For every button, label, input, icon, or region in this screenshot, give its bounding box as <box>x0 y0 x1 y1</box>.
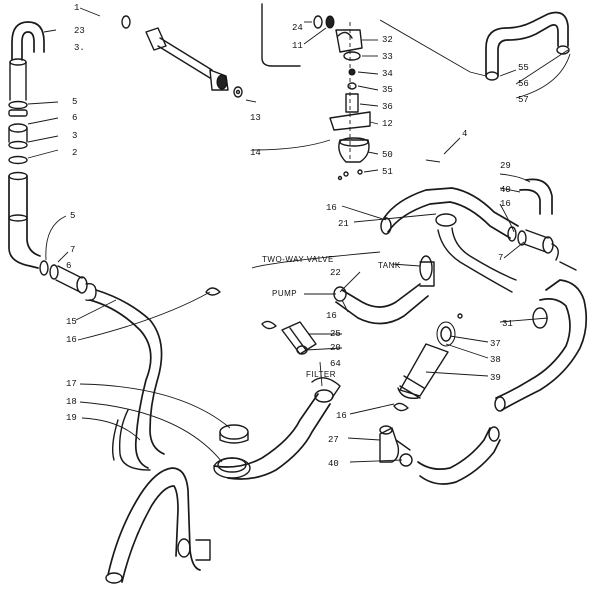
middle-right-hose-assembly <box>380 178 588 412</box>
tank-hose <box>333 255 435 325</box>
callout-40b: 40 <box>328 459 339 469</box>
left-hose-assembly <box>8 21 165 471</box>
valve-assembly <box>261 3 371 181</box>
callout-15: 15 <box>66 317 77 327</box>
callout-51: 51 <box>382 167 393 177</box>
bottom-right-hose <box>379 402 501 485</box>
top-rod-assembly <box>121 15 243 98</box>
callout-4: 4 <box>462 129 467 139</box>
callout-7: 7 <box>70 245 75 255</box>
callout-16: 16 <box>66 335 77 345</box>
lower-right-filter <box>397 313 463 399</box>
callout-6b: 6 <box>66 261 71 271</box>
callout-55: 55 <box>518 63 529 73</box>
callout-33: 33 <box>382 52 393 62</box>
callout-22: 22 <box>330 268 341 278</box>
pump-fittings <box>205 287 317 355</box>
callout-16c: 16 <box>500 199 511 209</box>
filter-center-hose <box>213 377 341 480</box>
callout-14: 14 <box>250 148 261 158</box>
callout-56: 56 <box>518 79 529 89</box>
callout-6: 6 <box>72 113 77 123</box>
callout-31: 31 <box>502 319 513 329</box>
tank-label: TANK <box>378 261 401 270</box>
callout-37: 37 <box>490 339 501 349</box>
callout-16e: 16 <box>336 411 347 421</box>
callout-50: 50 <box>382 150 393 160</box>
callout-29: 29 <box>500 161 511 171</box>
callout-18: 18 <box>66 397 77 407</box>
callout-19: 19 <box>66 413 77 423</box>
bottom-u-hose <box>105 467 211 584</box>
callout-24: 24 <box>292 23 303 33</box>
callout-3b: 3 <box>72 131 77 141</box>
callout-27: 27 <box>328 435 339 445</box>
callout-11: 11 <box>292 41 303 51</box>
component-labels: TWO-WAY VALVE TANK PUMP FILTER <box>262 255 401 379</box>
callout-1: 1 <box>74 3 79 13</box>
callout-40: 40 <box>500 185 511 195</box>
callout-5: 5 <box>72 97 77 107</box>
filter-label: FILTER <box>306 370 336 379</box>
callout-labels: 1 23 3. 5 6 3 2 5 7 6 15 16 17 18 19 13 … <box>66 3 529 469</box>
callout-16b: 16 <box>326 203 337 213</box>
callout-7b: 7 <box>498 253 503 263</box>
callout-23: 23 <box>74 26 85 36</box>
callout-38: 38 <box>490 355 501 365</box>
callout-35: 35 <box>382 85 393 95</box>
callout-3: 3. <box>74 43 85 53</box>
callout-13: 13 <box>250 113 261 123</box>
callout-25: 25 <box>330 329 341 339</box>
pump-label: PUMP <box>272 289 297 298</box>
callout-64: 64 <box>330 359 341 369</box>
leader-lines <box>27 7 571 463</box>
callout-5b: 5 <box>70 211 75 221</box>
callout-57: 57 <box>518 95 529 105</box>
callout-12: 12 <box>382 119 393 129</box>
two-way-valve-label: TWO-WAY VALVE <box>262 255 334 264</box>
callout-17: 17 <box>66 379 77 389</box>
callout-16d: 16 <box>326 311 337 321</box>
callout-2: 2 <box>72 148 77 158</box>
top-right-hook-hose <box>379 11 570 81</box>
callout-32: 32 <box>382 35 393 45</box>
callout-39: 39 <box>490 373 501 383</box>
callout-36: 36 <box>382 102 393 112</box>
callout-34: 34 <box>382 69 393 79</box>
callout-21: 21 <box>338 219 349 229</box>
callout-20: 20 <box>330 343 341 353</box>
